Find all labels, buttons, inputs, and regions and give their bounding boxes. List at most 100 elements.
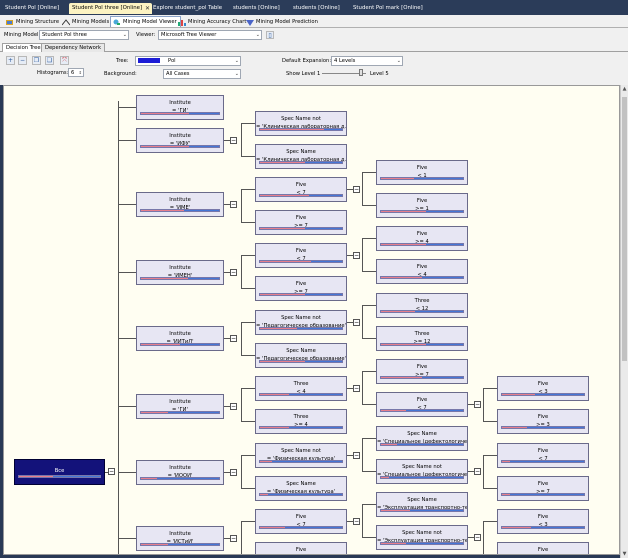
doc-tab-1[interactable]: Student Pol three [Online]✕ xyxy=(69,3,153,14)
tree-node-l3-2-condition: >= 4 xyxy=(415,239,429,245)
tree-node-l2-4[interactable]: Five< 7 xyxy=(255,243,347,268)
tree-node-l2-9[interactable]: Three>= 4 xyxy=(255,409,347,434)
viewer-select[interactable]: Microsoft Tree Viewer⌄ xyxy=(158,30,262,40)
tree-node-l4-2[interactable]: Five< 7 xyxy=(497,443,589,468)
collapse-node-icon[interactable]: − xyxy=(353,252,360,259)
tree-node-l2-2[interactable]: Five< 7 xyxy=(255,177,347,202)
zoom-out-icon[interactable]: − xyxy=(18,56,27,65)
zoom-in-icon[interactable]: + xyxy=(6,56,15,65)
tree-node-l2-12[interactable]: Five< 7 xyxy=(255,509,347,534)
collapse-node-icon[interactable]: − xyxy=(230,335,237,342)
scroll-up-icon[interactable]: ▲ xyxy=(622,86,627,92)
tree-node-l3-11-condition: = 'Эксплуатация транспортно-те... xyxy=(377,538,467,544)
tree-node-l3-1[interactable]: Five>= 1 xyxy=(376,193,468,218)
tree-node-l2-3[interactable]: Five>= 7 xyxy=(255,210,347,235)
size-to-fit-icon[interactable]: ⤧ xyxy=(60,56,69,65)
decision-tree-canvas[interactable]: Все−Institute= 'ГИ'Institute= 'ИФУ'Insti… xyxy=(3,85,620,555)
collapse-node-icon[interactable]: − xyxy=(230,469,237,476)
tree-node-institute-3[interactable]: Institute= 'ИМЕН' xyxy=(136,260,224,285)
tree-node-l3-2[interactable]: Five>= 4 xyxy=(376,226,468,251)
mining-model-select[interactable]: Student Pol three⌄ xyxy=(39,30,129,40)
collapse-node-icon[interactable]: − xyxy=(474,534,481,541)
doc-tab-3[interactable]: students [Online] xyxy=(233,5,280,11)
tree-node-l3-3[interactable]: Five< 4 xyxy=(376,259,468,284)
tree-node-l3-6[interactable]: Five>= 7 xyxy=(376,359,468,384)
tab-decision-tree[interactable]: Decision Tree xyxy=(2,43,45,52)
copy-icon[interactable]: ❐ xyxy=(32,56,41,65)
tree-node-l4-0[interactable]: Five< 3 xyxy=(497,376,589,401)
collapse-node-icon[interactable]: − xyxy=(230,201,237,208)
tree-node-l2-5[interactable]: Five>= 7 xyxy=(255,276,347,301)
tree-node-institute-6[interactable]: Institute= 'ИООИ' xyxy=(136,460,224,485)
collapse-node-icon[interactable]: − xyxy=(353,319,360,326)
tree-node-institute-2[interactable]: Institute= 'ИМЕ' xyxy=(136,192,224,217)
tree-node-l2-0[interactable]: Spec Name not= 'Клиническая лабораторная… xyxy=(255,111,347,136)
collapse-node-icon[interactable]: − xyxy=(230,269,237,276)
collapse-node-icon[interactable]: − xyxy=(230,535,237,542)
copy-graph-icon[interactable]: ❏ xyxy=(45,56,54,65)
tab-mining-model-viewer[interactable]: Mining Model Viewer xyxy=(110,16,181,27)
scrollbar-thumb[interactable] xyxy=(622,97,627,361)
tree-node-l3-0[interactable]: Five< 1 xyxy=(376,160,468,185)
close-icon[interactable]: ✕ xyxy=(145,5,151,12)
collapse-node-icon[interactable]: − xyxy=(230,137,237,144)
tree-node-l3-8-condition: = 'Специальное (дефектологиче... xyxy=(377,439,467,445)
tree-node-root[interactable]: Все xyxy=(14,459,105,485)
doc-tab-4[interactable]: students [Online] xyxy=(293,5,340,11)
document-icon[interactable]: ▯ xyxy=(266,31,274,39)
tree-node-l4-1[interactable]: Five>= 3 xyxy=(497,409,589,434)
default-expansion-select[interactable]: 4 Levels⌄ xyxy=(331,56,403,66)
tree-node-l4-5[interactable]: Five xyxy=(497,542,589,554)
tab-mining-structure[interactable]: Mining Structure xyxy=(3,16,63,27)
tree-node-l2-11[interactable]: Spec Name= 'Физическая культура' xyxy=(255,476,347,501)
histogram-blue-segment xyxy=(296,328,342,329)
background-select[interactable]: All Cases⌄ xyxy=(163,69,241,79)
collapse-node-icon[interactable]: − xyxy=(474,468,481,475)
model-selector-row: Mining Model: Student Pol three⌄ Viewer:… xyxy=(0,28,628,42)
tree-connector xyxy=(241,189,255,190)
chevron-down-icon: ⌄ xyxy=(234,58,239,64)
tree-node-l2-10[interactable]: Spec Name not= 'Физическая культура' xyxy=(255,443,347,468)
tree-node-l3-11[interactable]: Spec Name not= 'Эксплуатация транспортно… xyxy=(376,525,468,550)
vertical-scrollbar[interactable]: ▲ ▼ xyxy=(620,85,628,558)
tree-node-l2-1[interactable]: Spec Name= 'Клиническая лабораторная д..… xyxy=(255,144,347,169)
collapse-node-icon[interactable]: − xyxy=(474,401,481,408)
tree-node-institute-1[interactable]: Institute= 'ИФУ' xyxy=(136,128,224,153)
tab-dependency-network[interactable]: Dependency Network xyxy=(41,43,105,52)
show-level-slider-thumb[interactable] xyxy=(359,69,363,76)
show-level-slider[interactable] xyxy=(322,73,366,74)
collapse-node-icon[interactable]: − xyxy=(353,385,360,392)
histogram-spinner[interactable]: 6⇕ xyxy=(68,68,84,77)
tab-mining-models[interactable]: Mining Models xyxy=(59,16,113,27)
tree-node-l3-7[interactable]: Five< 7 xyxy=(376,392,468,417)
doc-tab-0[interactable]: Student Pol [Online] xyxy=(5,5,60,11)
tree-node-institute-4[interactable]: Institute= 'ИИТиЛ' xyxy=(136,326,224,351)
collapse-node-icon[interactable]: − xyxy=(353,518,360,525)
collapse-node-icon[interactable]: − xyxy=(230,403,237,410)
tree-node-l3-9[interactable]: Spec Name not= 'Специальное (дефектологи… xyxy=(376,459,468,484)
tree-node-institute-7[interactable]: Institute= 'ИСТиИ' xyxy=(136,526,224,551)
tab-mining-accuracy-chart[interactable]: Mining Accuracy Chart xyxy=(175,16,250,27)
histogram-red-segment xyxy=(381,211,427,212)
tree-node-institute-5[interactable]: Institute= 'ГИ' xyxy=(136,394,224,419)
collapse-node-icon[interactable]: − xyxy=(108,468,115,475)
tree-node-l3-8[interactable]: Spec Name= 'Специальное (дефектологиче..… xyxy=(376,426,468,451)
tab-mining-model-prediction[interactable]: Mining Model Prediction xyxy=(243,16,322,27)
doc-tab-2[interactable]: Explore student_pol Table xyxy=(153,5,223,11)
tree-node-l2-7[interactable]: Spec Name= 'Педагогическое образование' xyxy=(255,343,347,368)
tree-node-l3-10[interactable]: Spec Name= 'Эксплуатация транспортно-те.… xyxy=(376,492,468,517)
tree-node-l3-4[interactable]: Three< 12 xyxy=(376,293,468,318)
tree-node-l2-6[interactable]: Spec Name not= 'Педагогическое образован… xyxy=(255,310,347,335)
tree-node-institute-0[interactable]: Institute= 'ГИ' xyxy=(136,95,224,120)
tree-select[interactable]: Pol⌄ xyxy=(135,56,241,66)
tree-node-l3-5[interactable]: Three>= 12 xyxy=(376,326,468,351)
tree-node-l3-5-condition: >= 12 xyxy=(413,339,431,345)
tree-node-l4-4[interactable]: Five< 3 xyxy=(497,509,589,534)
tree-node-l2-8[interactable]: Three< 4 xyxy=(255,376,347,401)
tree-node-l2-13[interactable]: Five xyxy=(255,542,347,554)
collapse-node-icon[interactable]: − xyxy=(353,452,360,459)
doc-tab-5[interactable]: Student Pol mark [Online] xyxy=(353,5,423,11)
tree-node-l4-3[interactable]: Five>= 7 xyxy=(497,476,589,501)
scroll-down-icon[interactable]: ▼ xyxy=(622,551,627,557)
collapse-node-icon[interactable]: − xyxy=(353,186,360,193)
